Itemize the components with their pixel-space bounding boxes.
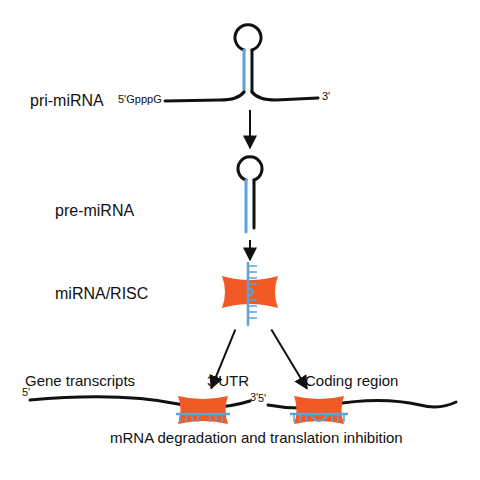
strand-label: 5': [22, 386, 30, 398]
stage-node: miRNA/RISC: [218, 262, 282, 326]
stage-node: pre-miRNA: [225, 150, 275, 235]
strand-label: 5'GpppG: [118, 93, 162, 105]
strand-label: 5': [258, 392, 266, 404]
pre-mirna-hairpin: [238, 157, 262, 232]
stage-node: pri-miRNA: [222, 20, 278, 98]
pri-mirna-hairpin: [165, 25, 318, 101]
strand-label: Gene transcripts: [25, 373, 135, 390]
stage-node: Coding region: [292, 392, 347, 427]
stage-node: 3'UTR: [175, 392, 230, 427]
flow-arrow: [271, 329, 307, 388]
stage-label: pre-miRNA: [55, 202, 134, 220]
stage-label: pri-miRNA: [30, 92, 104, 110]
stage-label: Coding region: [305, 373, 398, 390]
coding-target-transcript: [268, 396, 456, 424]
outcome-note: mRNA degradation and translation inhibit…: [110, 430, 403, 447]
flow-arrow: [249, 110, 251, 148]
stage-label: 3'UTR: [207, 373, 249, 390]
utr-target-transcript: [30, 396, 250, 424]
flow-arrow: [249, 240, 251, 260]
risc-complex: [222, 262, 278, 326]
stage-label: miRNA/RISC: [55, 285, 148, 303]
strand-label: 3': [250, 391, 258, 403]
strand-label: 3': [322, 90, 330, 102]
